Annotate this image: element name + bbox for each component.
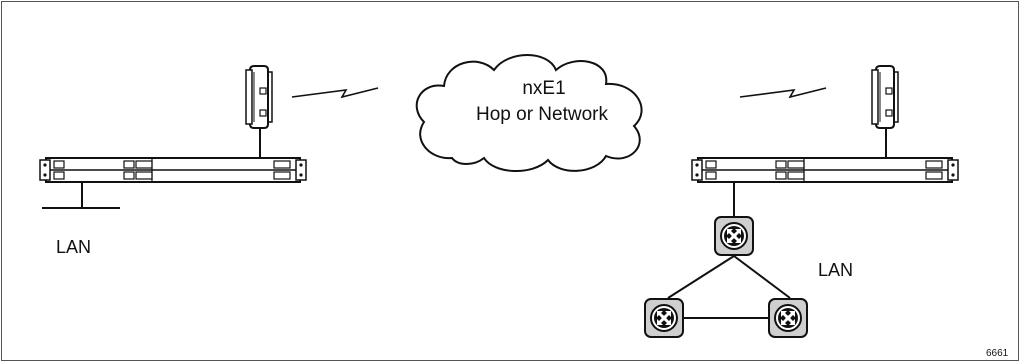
rack-unit-icon-left — [39, 157, 307, 183]
radio-antenna-icon-left — [245, 65, 273, 129]
rack-unit-icon-right — [691, 157, 959, 183]
router-icon-left — [644, 298, 684, 338]
wireless-link-icon-right — [739, 87, 827, 99]
cloud-icon — [415, 54, 643, 173]
cloud-label-line1: nxE1 — [522, 78, 565, 99]
wireless-link-icon-left — [291, 87, 379, 99]
router-links — [667, 255, 791, 319]
figure-number: 6661 — [986, 348, 1009, 359]
router-icon-right — [768, 298, 808, 338]
radio-antenna-icon-right — [871, 65, 899, 129]
right-lan-label: LAN — [818, 260, 853, 280]
router-icon-top — [714, 216, 754, 256]
left-lan-label: LAN — [56, 237, 91, 257]
cloud-label-line2: Hop or Network — [476, 104, 608, 125]
